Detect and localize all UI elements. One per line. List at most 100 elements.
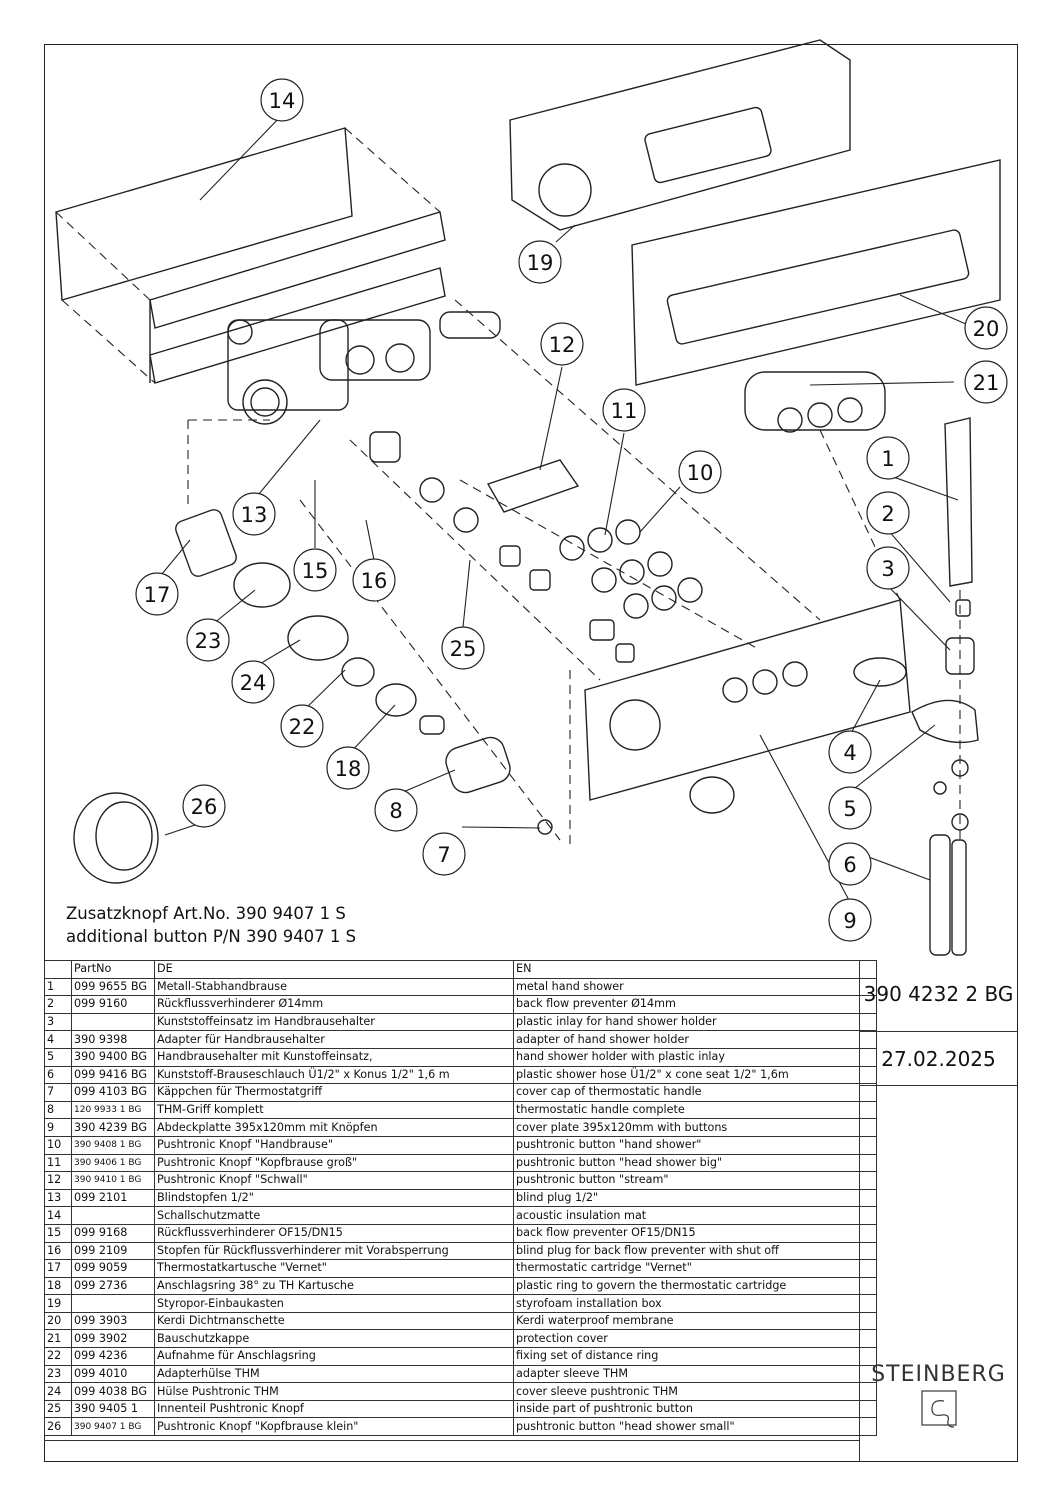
cell-de: Handbrausehalter mit Kunstoffeinsatz, <box>154 1047 514 1067</box>
cell-en: adapter sleeve THM <box>513 1364 877 1384</box>
cell-partno: 099 2736 <box>71 1276 155 1296</box>
cell-de: Hülse Pushtronic THM <box>154 1382 514 1401</box>
exploded-view-drawing: 14 19 20 21 12 11 10 1 2 3 4 5 6 9 7 8 1… <box>55 39 1008 956</box>
mounting-rail-part <box>149 211 446 329</box>
cell-partno: 390 4239 BG <box>71 1118 155 1137</box>
title-block-divider <box>859 960 860 1462</box>
brand-name: STEINBERG <box>871 1362 1006 1387</box>
callout-13: 13 <box>241 503 268 527</box>
cover-cap-part <box>537 819 553 835</box>
cell-partno: 099 9168 <box>71 1223 155 1243</box>
cell-partno: 390 9410 1 BG <box>71 1171 155 1190</box>
kerdi-membrane-part <box>631 159 1001 386</box>
callout-26: 26 <box>191 795 218 819</box>
header-partno: PartNo <box>71 960 155 979</box>
cell-no: 20 <box>44 1311 72 1331</box>
cover-sleeve-part <box>287 615 349 661</box>
cell-no: 23 <box>44 1364 72 1384</box>
cell-no: 24 <box>44 1382 72 1401</box>
cell-en: hand shower holder with plastic inlay <box>513 1047 877 1067</box>
cell-en: pushtronic button "head shower small" <box>513 1417 877 1437</box>
cell-de: Pushtronic Knopf "Kopfbrause klein" <box>154 1417 514 1437</box>
cell-no: 8 <box>44 1100 72 1120</box>
cell-no: 14 <box>44 1206 72 1225</box>
header-de: DE <box>154 960 514 979</box>
cell-no: 18 <box>44 1276 72 1296</box>
callout-25: 25 <box>450 637 477 661</box>
cell-de: Pushtronic Knopf "Handbrause" <box>154 1135 514 1155</box>
cell-partno: 099 4236 <box>71 1347 155 1366</box>
installation-box-part <box>509 39 851 231</box>
header-en: EN <box>513 960 877 979</box>
cell-no: 19 <box>44 1294 72 1313</box>
cell-en: cover cap of thermostatic handle <box>513 1083 877 1102</box>
callout-19: 19 <box>527 251 554 275</box>
cell-de: Abdeckplatte 395x120mm mit Knöpfen <box>154 1118 514 1137</box>
protection-cover-part <box>744 371 886 431</box>
cell-no: 25 <box>44 1399 72 1419</box>
cell-en: back flow preventer Ø14mm <box>513 995 877 1014</box>
cell-en: blind plug for back flow preventer with … <box>513 1241 877 1261</box>
callout-15: 15 <box>302 559 329 583</box>
cell-no: 7 <box>44 1083 72 1102</box>
hand-shower-holder-part <box>911 699 979 744</box>
cell-en: plastic inlay for hand shower holder <box>513 1012 877 1032</box>
cell-no: 17 <box>44 1259 72 1278</box>
cell-en: plastic ring to govern the thermostatic … <box>513 1276 877 1296</box>
cell-de: Adapter für Handbrausehalter <box>154 1030 514 1049</box>
thermostatic-cartridge-part <box>175 509 237 577</box>
drawing-frame <box>44 44 1018 1462</box>
callout-9: 9 <box>843 909 856 933</box>
callout-22: 22 <box>289 715 316 739</box>
callout-3: 3 <box>881 557 894 581</box>
cell-partno <box>71 1294 155 1313</box>
cell-no: 22 <box>44 1347 72 1366</box>
additional-button-part <box>73 792 159 884</box>
cell-no: 2 <box>44 995 72 1014</box>
cell-de: Aufnahme für Anschlagsring <box>154 1347 514 1366</box>
cell-de: Metall-Stabhandbrause <box>154 977 514 997</box>
shower-hose-part <box>929 834 951 956</box>
cell-no: 12 <box>44 1171 72 1190</box>
cell-partno: 390 9406 1 BG <box>71 1153 155 1173</box>
cell-de: Innenteil Pushtronic Knopf <box>154 1399 514 1419</box>
cell-partno: 390 9405 1 <box>71 1399 155 1419</box>
header-no <box>44 960 72 979</box>
cell-partno: 099 3903 <box>71 1311 155 1331</box>
cell-de: Schallschutzmatte <box>154 1206 514 1225</box>
cell-de: Bauschutzkappe <box>154 1329 514 1349</box>
cell-en: pushtronic button "stream" <box>513 1171 877 1190</box>
cell-no: 21 <box>44 1329 72 1349</box>
cell-en: pushtronic button "hand shower" <box>513 1135 877 1155</box>
callout-10: 10 <box>687 461 714 485</box>
valve-body-part <box>227 319 349 411</box>
callout-7: 7 <box>437 843 450 867</box>
title-block: 390 4232 2 BG 27.02.2025 <box>859 960 1018 1086</box>
cell-en: protection cover <box>513 1329 877 1349</box>
callout-16: 16 <box>361 569 388 593</box>
callout-2: 2 <box>881 502 894 526</box>
cell-en: plastic shower hose Ü1/2" x cone seat 1/… <box>513 1065 877 1085</box>
callout-18: 18 <box>335 757 362 781</box>
additional-button-note-en: additional button P/N 390 9407 1 S <box>66 927 357 946</box>
cell-partno: 390 9407 1 BG <box>71 1417 155 1437</box>
cell-partno: 099 4010 <box>71 1364 155 1384</box>
